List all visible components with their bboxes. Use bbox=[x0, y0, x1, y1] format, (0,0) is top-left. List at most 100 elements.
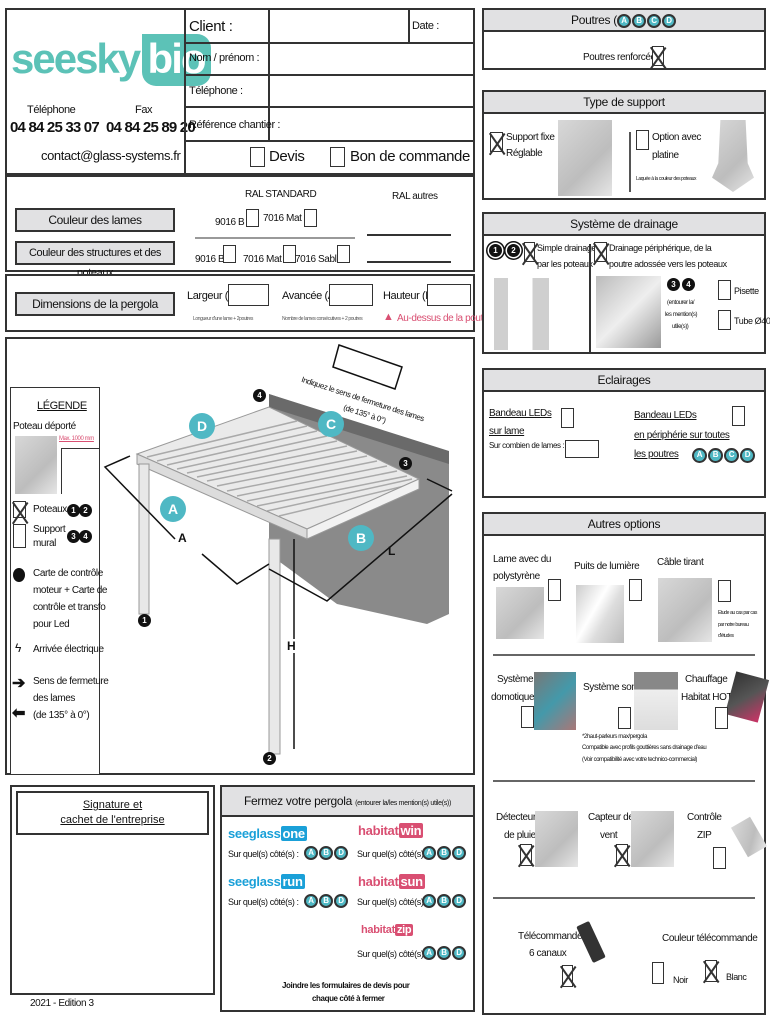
platine-photo bbox=[712, 120, 754, 192]
cote-a[interactable]: A bbox=[422, 946, 436, 960]
hauteur-input[interactable] bbox=[427, 284, 471, 306]
telecommande-checkbox[interactable] bbox=[562, 965, 573, 987]
roof-slats bbox=[146, 420, 418, 517]
ral-autres-structures-input[interactable] bbox=[367, 261, 451, 263]
poutre-d[interactable]: D bbox=[662, 13, 676, 28]
side-a[interactable]: A bbox=[692, 448, 707, 463]
poutre-a[interactable]: A bbox=[617, 13, 631, 28]
support-fixe-checkbox[interactable] bbox=[490, 132, 503, 152]
divider bbox=[184, 74, 473, 76]
cote-a[interactable]: A bbox=[304, 894, 318, 908]
largeur-input[interactable] bbox=[228, 284, 269, 306]
led-lame-checkbox[interactable] bbox=[561, 408, 574, 428]
cote-b[interactable]: B bbox=[437, 946, 451, 960]
side-c[interactable]: C bbox=[724, 448, 739, 463]
peripherique-checkbox[interactable] bbox=[594, 242, 607, 262]
poteau-deporte-photo bbox=[15, 436, 57, 494]
structures-option-7016mat: 7016 Mat bbox=[243, 254, 282, 265]
cote-a[interactable]: A bbox=[422, 894, 436, 908]
combien-input[interactable] bbox=[565, 440, 599, 458]
cote-b[interactable]: B bbox=[319, 846, 333, 860]
ref-input[interactable] bbox=[270, 108, 473, 140]
poutre-b[interactable]: B bbox=[632, 13, 646, 28]
devis-checkbox[interactable] bbox=[250, 147, 265, 167]
lames-7016mat-checkbox[interactable] bbox=[304, 209, 317, 227]
email[interactable]: contact@glass-systems.fr bbox=[41, 148, 181, 163]
cote-b[interactable]: B bbox=[319, 894, 333, 908]
lame-poly-checkbox[interactable] bbox=[548, 579, 561, 601]
cote-b[interactable]: B bbox=[437, 846, 451, 860]
pluie-label-2: de pluie bbox=[504, 830, 536, 841]
cote-d[interactable]: D bbox=[334, 894, 348, 908]
noir-checkbox[interactable] bbox=[652, 962, 664, 984]
sens-fermeture-input bbox=[332, 344, 403, 390]
support-mural-checkbox[interactable] bbox=[13, 524, 26, 548]
puits-checkbox[interactable] bbox=[629, 579, 642, 601]
sens-label-1: Sens de fermeture bbox=[33, 676, 109, 687]
blanc-checkbox[interactable] bbox=[705, 960, 717, 982]
eclairages-block: Eclairages Bandeau LEDs sur lame Sur com… bbox=[482, 368, 766, 498]
avancee-input[interactable] bbox=[329, 284, 373, 306]
vent-checkbox[interactable] bbox=[616, 844, 628, 866]
drainage-num-2[interactable]: 2 bbox=[507, 244, 520, 257]
cote-a[interactable]: A bbox=[422, 846, 436, 860]
legend-num-4: 4 bbox=[79, 530, 92, 543]
cote-d[interactable]: D bbox=[334, 846, 348, 860]
cote-d[interactable]: D bbox=[452, 846, 466, 860]
name-input[interactable] bbox=[270, 44, 473, 74]
fermez-footer-2: chaque côté à fermer bbox=[312, 994, 385, 1003]
drainage-num-1[interactable]: 1 bbox=[489, 244, 502, 257]
fermez-header: Fermez votre pergola (entourer la/les me… bbox=[222, 787, 473, 817]
structures-7016mat-checkbox[interactable] bbox=[283, 245, 296, 263]
pluie-checkbox[interactable] bbox=[520, 844, 532, 866]
lames-9016b-checkbox[interactable] bbox=[246, 209, 259, 227]
poteaux-checkbox[interactable] bbox=[13, 501, 26, 518]
drainage-num-4[interactable]: 4 bbox=[682, 278, 695, 291]
divider bbox=[493, 780, 755, 782]
client-input[interactable] bbox=[270, 10, 408, 42]
tube-checkbox[interactable] bbox=[718, 310, 731, 330]
side-b[interactable]: B bbox=[708, 448, 723, 463]
cote-a[interactable]: A bbox=[304, 846, 318, 860]
chauffage-label-2: Habitat HOT bbox=[681, 692, 733, 703]
divider bbox=[195, 237, 355, 239]
structures-7016sable-checkbox[interactable] bbox=[337, 245, 350, 263]
renforcees-checkbox[interactable] bbox=[652, 46, 664, 66]
signature-block[interactable]: Signature et cachet de l'entreprise bbox=[10, 785, 215, 995]
structures-9016b-checkbox[interactable] bbox=[223, 245, 236, 263]
phone-label: Téléphone bbox=[27, 104, 76, 116]
simple-drainage-checkbox[interactable] bbox=[524, 242, 535, 262]
poutre-c[interactable]: C bbox=[647, 13, 661, 28]
side-d[interactable]: D bbox=[740, 448, 755, 463]
platine-checkbox[interactable] bbox=[636, 130, 649, 150]
legend-title: LÉGENDE bbox=[37, 400, 87, 412]
son-checkbox[interactable] bbox=[618, 707, 631, 729]
cote-label: Sur quel(s) côté(s) : bbox=[357, 849, 428, 859]
drainage-num-3[interactable]: 3 bbox=[667, 278, 680, 291]
cable-checkbox[interactable] bbox=[718, 580, 731, 602]
domotique-checkbox[interactable] bbox=[521, 706, 534, 728]
zip-checkbox[interactable] bbox=[713, 847, 726, 869]
chauffage-label-1: Chauffage bbox=[685, 674, 728, 685]
control-card-icon bbox=[13, 568, 25, 582]
cote-b[interactable]: B bbox=[437, 894, 451, 908]
ral-autres-lames-input[interactable] bbox=[367, 234, 451, 236]
led-peri-checkbox[interactable] bbox=[732, 406, 745, 426]
chauffage-checkbox[interactable] bbox=[715, 707, 728, 729]
pissette-checkbox[interactable] bbox=[718, 280, 731, 300]
commande-checkbox[interactable] bbox=[330, 147, 345, 167]
cote-d[interactable]: D bbox=[452, 946, 466, 960]
tel-input[interactable] bbox=[270, 76, 473, 106]
cote-d[interactable]: D bbox=[452, 894, 466, 908]
